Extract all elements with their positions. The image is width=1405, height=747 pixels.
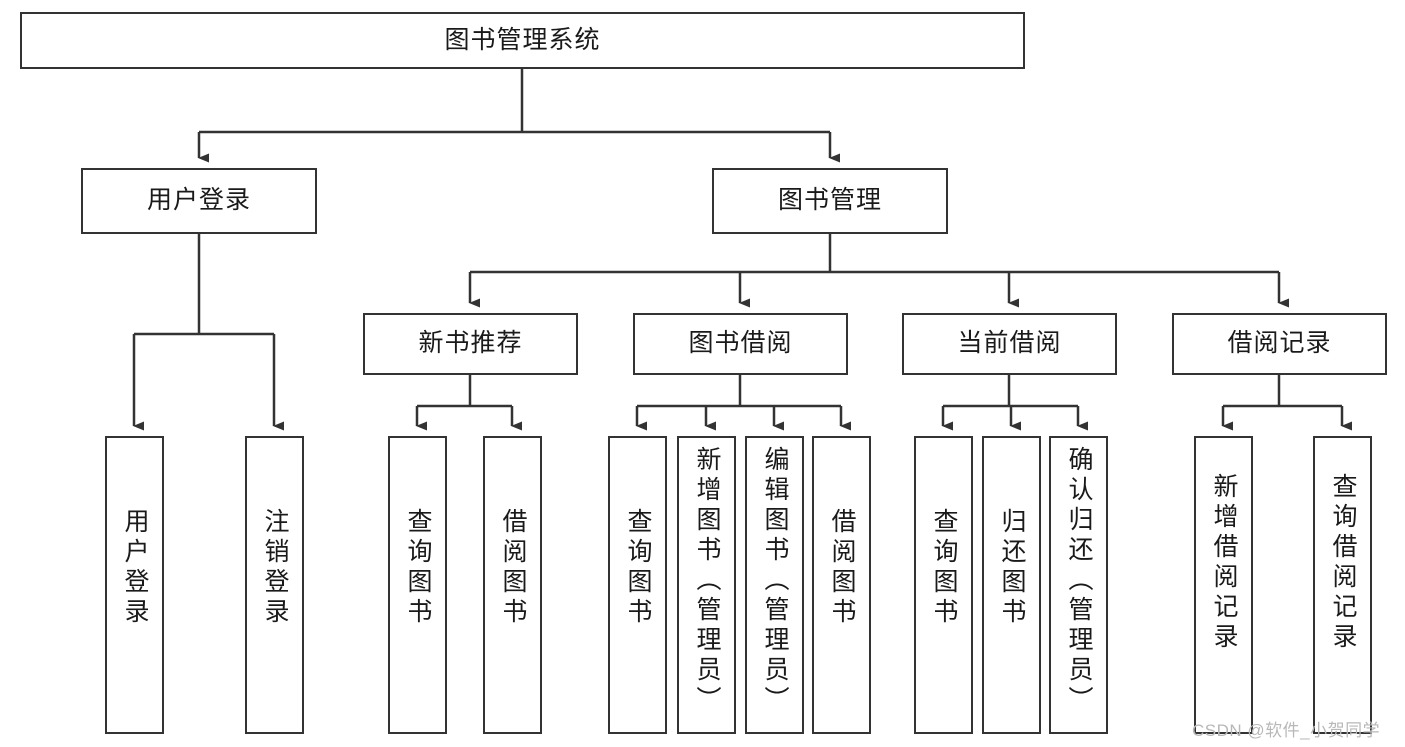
node-label: 归还图书 bbox=[998, 508, 1026, 628]
leaf-borrow-book-recommend[interactable]: 借阅图书 bbox=[483, 436, 542, 734]
csdn-watermark: CSDN @软件_小贺同学 bbox=[1192, 721, 1381, 740]
node-root-system[interactable]: 图书管理系统 bbox=[20, 12, 1025, 69]
leaf-query-borrow-record[interactable]: 查询借阅记录 bbox=[1313, 436, 1372, 734]
node-label: 借阅图书 bbox=[499, 508, 527, 628]
leaf-query-book-borrow[interactable]: 查询图书 bbox=[608, 436, 667, 734]
leaf-return-book[interactable]: 归还图书 bbox=[982, 436, 1041, 734]
node-user-login[interactable]: 用户登录 bbox=[81, 168, 317, 234]
node-label: 用户登录 bbox=[146, 186, 251, 215]
node-label: 新书推荐 bbox=[418, 329, 523, 358]
node-label: 用户登录 bbox=[121, 508, 149, 628]
node-current-borrow[interactable]: 当前借阅 bbox=[902, 313, 1117, 375]
node-label: 借阅图书 bbox=[828, 508, 856, 628]
node-label: 借阅记录 bbox=[1227, 329, 1332, 358]
leaf-add-borrow-record[interactable]: 新增借阅记录 bbox=[1194, 436, 1253, 734]
node-label: 确认归还（管理员） bbox=[1065, 446, 1093, 716]
leaf-user-login[interactable]: 用户登录 bbox=[105, 436, 164, 734]
node-label: 图书管理 bbox=[777, 186, 882, 215]
leaf-user-logout[interactable]: 注销登录 bbox=[245, 436, 304, 734]
node-label: 查询借阅记录 bbox=[1329, 473, 1357, 653]
node-book-manage[interactable]: 图书管理 bbox=[712, 168, 948, 234]
node-label: 新增图书（管理员） bbox=[693, 446, 721, 716]
node-label: 查询图书 bbox=[624, 508, 652, 628]
node-borrow-record[interactable]: 借阅记录 bbox=[1172, 313, 1387, 375]
node-new-book-recommend[interactable]: 新书推荐 bbox=[363, 313, 578, 375]
node-label: 图书管理系统 bbox=[444, 25, 601, 54]
node-label: 查询图书 bbox=[930, 508, 958, 628]
node-label: 新增借阅记录 bbox=[1210, 473, 1238, 653]
leaf-borrow-book-borrow[interactable]: 借阅图书 bbox=[812, 436, 871, 734]
leaf-edit-book-admin[interactable]: 编辑图书（管理员） bbox=[745, 436, 804, 734]
node-label: 查询图书 bbox=[404, 508, 432, 628]
node-label: 当前借阅 bbox=[957, 329, 1062, 358]
leaf-query-book-recommend[interactable]: 查询图书 bbox=[388, 436, 447, 734]
leaf-add-book-admin[interactable]: 新增图书（管理员） bbox=[677, 436, 736, 734]
node-book-borrow[interactable]: 图书借阅 bbox=[633, 313, 848, 375]
node-label: 编辑图书（管理员） bbox=[761, 446, 789, 716]
leaf-query-book-current[interactable]: 查询图书 bbox=[914, 436, 973, 734]
node-label: 注销登录 bbox=[261, 508, 289, 628]
node-label: 图书借阅 bbox=[688, 329, 793, 358]
leaf-confirm-return-admin[interactable]: 确认归还（管理员） bbox=[1049, 436, 1108, 734]
